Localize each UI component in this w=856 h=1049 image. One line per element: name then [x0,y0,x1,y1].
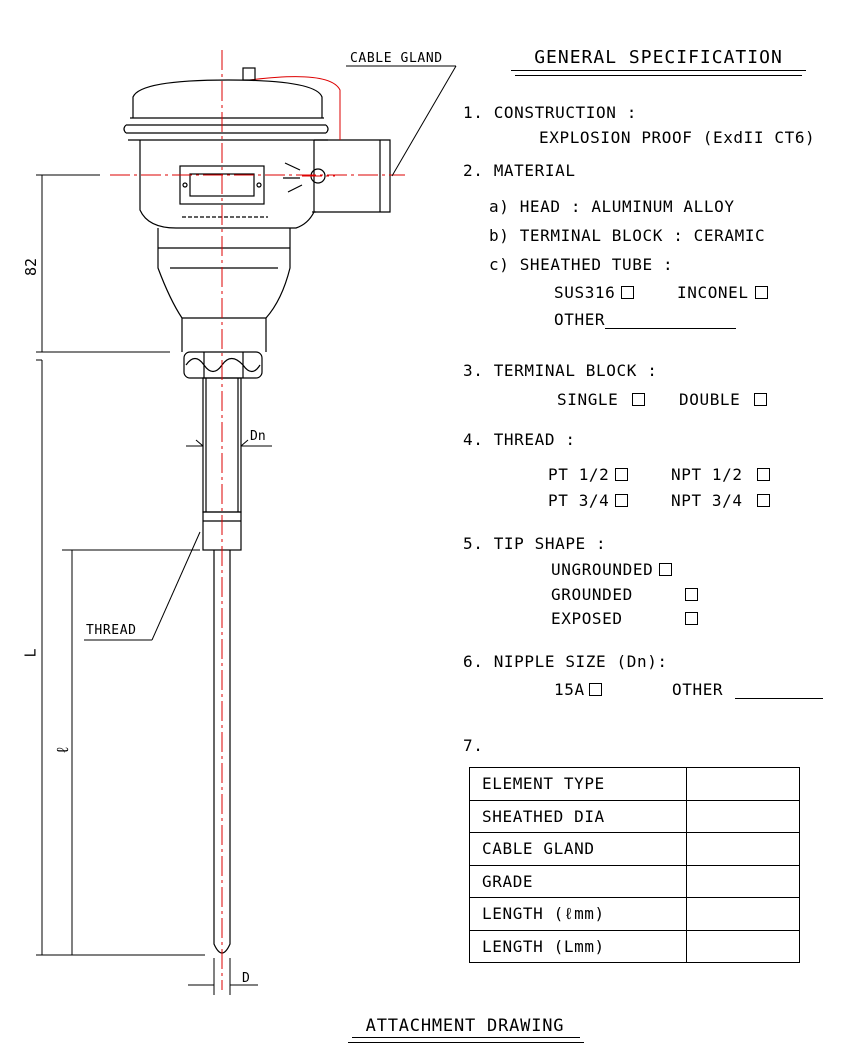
checkbox-grounded[interactable] [685,588,698,601]
spec-3-opt2: DOUBLE [679,390,768,409]
checkbox-exposed[interactable] [685,612,698,625]
spec-4-label: 4. THREAD : [463,430,576,449]
spec-3-opt1-label: SINGLE [557,390,619,409]
spec-2c: c) SHEATHED TUBE : [489,255,674,274]
footer-underline-2 [348,1042,584,1043]
spec-6-other: OTHER [672,680,824,699]
cable-gland-label: CABLE GLAND [350,51,443,66]
dim-D-label: D [242,971,250,986]
spec-6-label: 6. NIPPLE SIZE (Dn): [463,652,668,671]
checkbox-inconel[interactable] [754,286,768,299]
spec-5-opt2-label: GROUNDED [551,585,633,604]
spec-2-opt2-label: INCONEL [677,283,749,302]
table-value-field[interactable] [686,832,800,866]
spec-title: GENERAL SPECIFICATION [534,47,783,68]
spec-5-opt1: UNGROUNDED [551,560,673,579]
table-key: GRADE [469,864,687,898]
spec-6-other-label: OTHER [672,680,724,699]
checkbox-ungrounded[interactable] [659,563,673,576]
spec-4-opt1: PT 1/2 [548,465,629,484]
table-row: GRADE [469,864,800,898]
checkbox-double[interactable] [754,393,768,406]
spec-2-other-label: OTHER [554,310,606,329]
spec-3-opt2-label: DOUBLE [679,390,741,409]
spec-5-opt3: EXPOSED [551,610,698,628]
spec-5-opt2: GROUNDED [551,586,698,604]
spec-4-opt1-label: PT 1/2 [548,465,610,484]
checkbox-15a[interactable] [588,683,602,696]
table-key: ELEMENT TYPE [469,767,687,801]
spec-2b: b) TERMINAL BLOCK : CERAMIC [489,226,766,245]
dim-l-label: ℓ [52,745,72,755]
other-material-field[interactable] [605,311,737,329]
checkbox-npt-1-2[interactable] [756,468,770,481]
table-row: ELEMENT TYPE [469,767,800,801]
table-key: SHEATHED DIA [469,799,687,833]
table-value-field[interactable] [686,897,800,931]
attachment-drawing-title: ATTACHMENT DRAWING [365,1016,565,1036]
hex-nut [183,351,263,379]
other-nipple-field[interactable] [735,681,824,699]
spec-3-label: 3. TERMINAL BLOCK : [463,361,658,380]
dim-82-label: 82 [22,257,41,277]
table-value-field[interactable] [686,864,800,898]
checkbox-sus316[interactable] [621,286,635,299]
table-value-field[interactable] [686,799,800,833]
checkbox-pt-3-4[interactable] [615,494,629,507]
checkbox-single[interactable] [632,393,646,406]
head-neck [157,228,183,352]
table-row: SHEATHED DIA [469,799,800,833]
spec-1-value: EXPLOSION PROOF (ExdII CT6) [539,128,816,147]
table-value-field[interactable] [686,767,800,801]
spec-title-underline [511,70,806,71]
checkbox-pt-1-2[interactable] [615,468,629,481]
dim-Dn-label: Dn [250,429,266,444]
footer-underline [352,1037,580,1038]
table-row: CABLE GLAND [469,832,800,866]
table-key: CABLE GLAND [469,832,687,866]
spec-table: ELEMENT TYPE SHEATHED DIA CABLE GLAND GR… [469,767,800,963]
table-value-field[interactable] [686,929,800,963]
spec-1-label: 1. CONSTRUCTION : [463,103,637,122]
table-row: LENGTH (ℓmm) [469,897,800,931]
spec-6-opt1-label: 15A [554,680,585,699]
table-row: LENGTH (Lmm) [469,929,800,963]
spec-5-label: 5. TIP SHAPE : [463,534,607,553]
spec-4-opt2-label: NPT 1/2 [671,465,743,484]
spec-2-label: 2. MATERIAL [463,161,576,180]
dim-L-label: L [21,648,40,658]
spec-5-opt1-label: UNGROUNDED [551,560,654,579]
cable-gland-boss [314,139,391,213]
spec-title-underline-2 [515,75,802,76]
nameplate [179,165,265,205]
spec-3-opt1: SINGLE [557,390,646,409]
spec-4-opt3: PT 3/4 [548,491,629,510]
spec-2a: a) HEAD : ALUMINUM ALLOY [489,197,735,216]
table-key: LENGTH (ℓmm) [469,897,687,931]
spec-4-opt2: NPT 1/2 [671,466,770,484]
spec-2-opt1: SUS316 [554,283,635,302]
spec-4-opt4-label: NPT 3/4 [671,491,743,510]
table-key: LENGTH (Lmm) [469,929,687,963]
head-body [139,140,315,229]
spec-4-opt3-label: PT 3/4 [548,491,610,510]
checkbox-npt-3-4[interactable] [756,494,770,507]
spec-2-other: OTHER [554,310,737,329]
spec-6-opt1: 15A [554,681,602,699]
spec-5-opt3-label: EXPOSED [551,609,623,628]
spec-7-label: 7. [463,736,484,755]
spec-2-opt1-label: SUS316 [554,283,616,302]
thread-label: THREAD [86,623,137,638]
head-dome [132,79,323,118]
spec-4-opt4: NPT 3/4 [671,492,770,510]
spec-2-opt2: INCONEL [677,284,768,302]
